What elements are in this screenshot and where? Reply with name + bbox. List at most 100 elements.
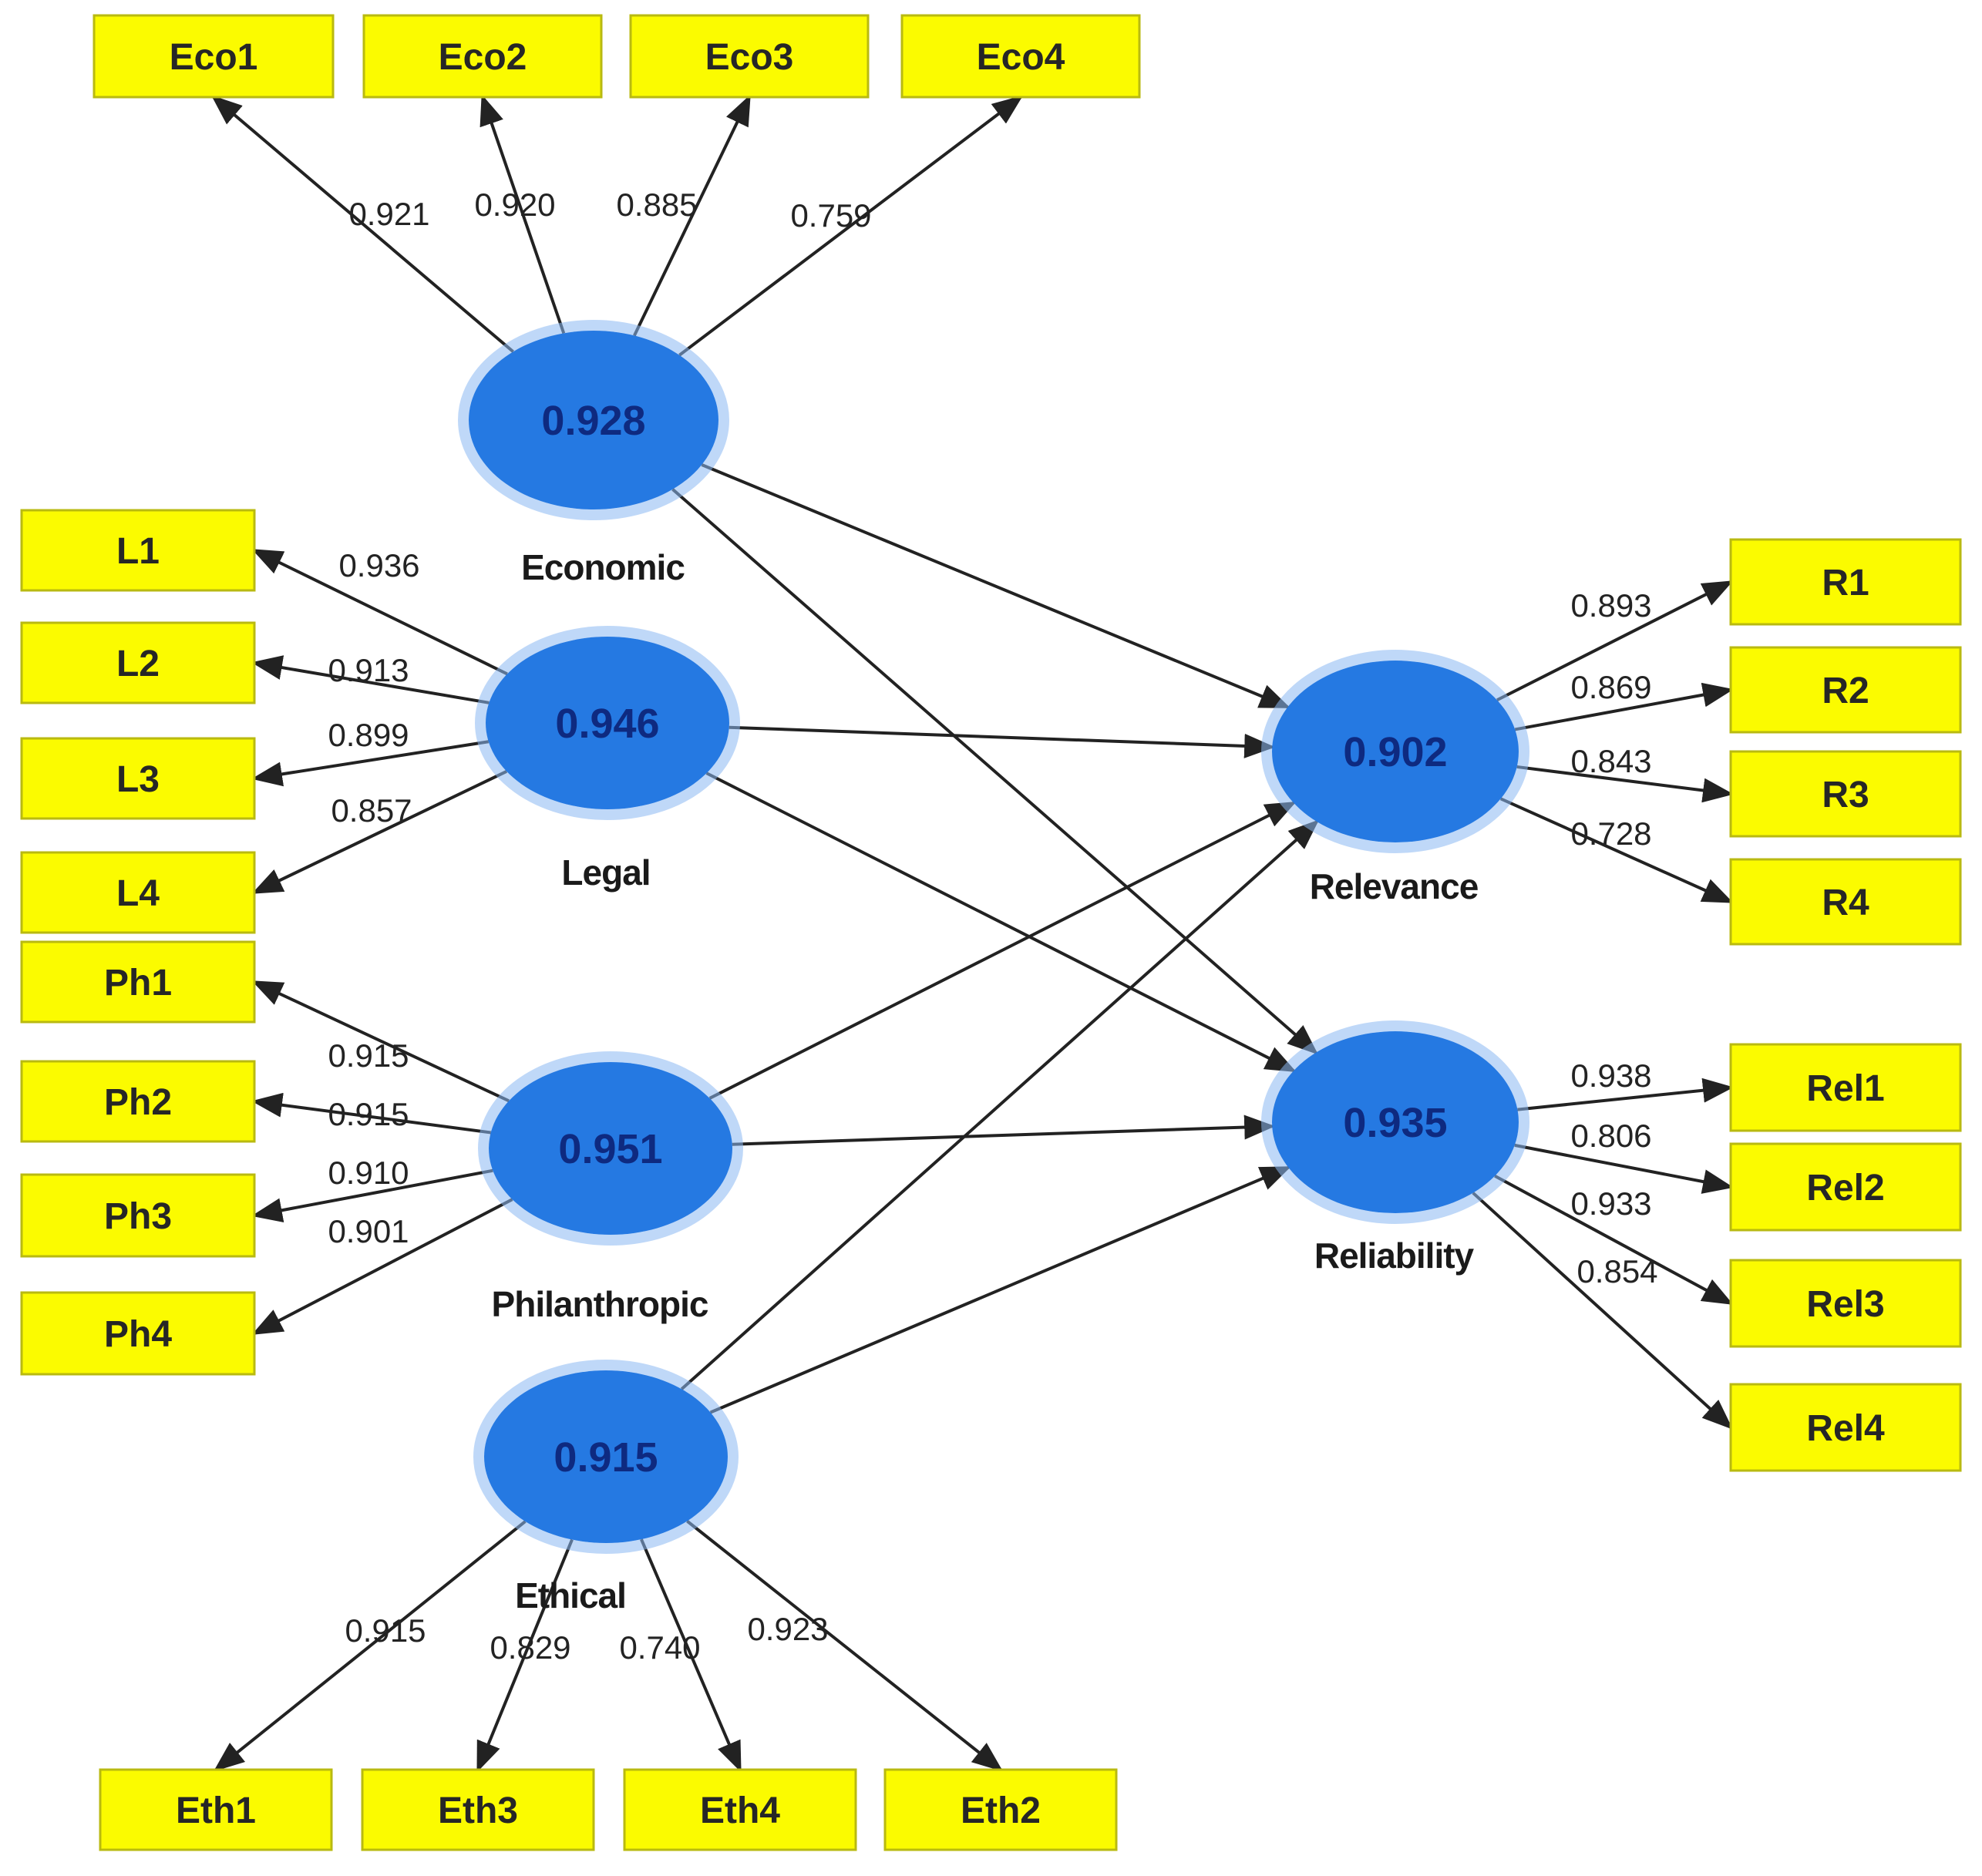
loading-arrow-R3: [1516, 765, 1734, 803]
construct-glow-relevance: [1261, 650, 1529, 853]
construct-label-philanthropic: Philanthropic: [492, 1284, 708, 1324]
indicator-label-L4: L4: [116, 873, 160, 914]
construct-glow-reliability: [1261, 1020, 1529, 1224]
loading-value-Eco4: 0.759: [790, 197, 871, 234]
indicator-box-L2[interactable]: [20, 621, 256, 704]
construct-value-relevance: 0.902: [1343, 729, 1447, 775]
loading-value-L1: 0.936: [338, 547, 419, 583]
edges-layer: [210, 94, 1734, 1773]
construct-label-ethical: Ethical: [515, 1575, 626, 1615]
loading-value-Rel1: 0.938: [1570, 1057, 1651, 1094]
indicator-label-Eco2: Eco2: [439, 37, 527, 78]
loading-value-Eth2: 0.923: [747, 1611, 828, 1647]
indicator-box-Ph4[interactable]: [20, 1291, 256, 1376]
indicator-box-Rel3[interactable]: [1729, 1259, 1962, 1348]
indicator-box-L4[interactable]: [20, 851, 256, 934]
indicator-box-R1[interactable]: [1729, 538, 1962, 626]
construct-value-legal: 0.946: [555, 701, 659, 747]
indicator-label-Ph2: Ph2: [104, 1082, 172, 1123]
indicator-box-R4[interactable]: [1729, 858, 1962, 946]
indicator-box-Eco4[interactable]: [900, 14, 1141, 99]
construct-ellipse-economic[interactable]: [469, 331, 718, 509]
loading-arrow-Rel3: [1494, 1174, 1734, 1305]
indicator-label-Eth3: Eth3: [438, 1790, 518, 1831]
loading-value-Ph4: 0.901: [328, 1213, 409, 1249]
construct-glow-legal: [475, 626, 740, 820]
loading-arrow-Ph2: [251, 1092, 491, 1135]
indicator-box-Rel1[interactable]: [1729, 1043, 1962, 1132]
indicator-box-Eth1[interactable]: [99, 1768, 333, 1851]
loading-arrow-L3: [251, 740, 490, 787]
construct-ellipse-legal[interactable]: [486, 637, 729, 809]
indicator-label-Eco3: Eco3: [705, 37, 794, 78]
construct-glow-philanthropic: [478, 1051, 743, 1246]
loading-arrow-L4: [251, 770, 508, 894]
construct-ellipse-ethical[interactable]: [484, 1370, 728, 1543]
indicator-box-L3[interactable]: [20, 737, 256, 820]
loading-arrow-R1: [1496, 580, 1734, 702]
path-arrow-ethical-reliability: [709, 1165, 1291, 1414]
loading-value-R2: 0.869: [1570, 669, 1651, 705]
loading-arrow-L1: [251, 549, 508, 676]
shapes-layer: [20, 14, 1962, 1851]
path-arrow-ethical-relevance: [680, 819, 1320, 1390]
construct-ellipse-reliability[interactable]: [1272, 1031, 1519, 1213]
construct-label-reliability: Reliability: [1314, 1236, 1475, 1276]
path-arrow-philanthropic-relevance: [708, 801, 1297, 1100]
indicator-box-Rel4[interactable]: [1729, 1383, 1962, 1472]
indicator-box-Eco1[interactable]: [93, 14, 335, 99]
loading-value-Eth1: 0.915: [345, 1612, 426, 1649]
indicator-box-Rel2[interactable]: [1729, 1142, 1962, 1232]
construct-label-legal: Legal: [561, 852, 650, 893]
loading-value-R4: 0.728: [1570, 815, 1651, 852]
construct-label-relevance: Relevance: [1310, 866, 1479, 906]
path-arrow-legal-relevance: [729, 725, 1276, 758]
loading-arrow-Eth4: [640, 1538, 742, 1773]
indicator-label-Eco1: Eco1: [170, 37, 258, 78]
loading-value-Rel2: 0.806: [1570, 1118, 1651, 1154]
construct-ellipse-relevance[interactable]: [1272, 661, 1519, 842]
loading-value-Ph2: 0.915: [328, 1096, 409, 1132]
indicator-box-L1[interactable]: [20, 509, 256, 592]
loading-value-Eco3: 0.885: [616, 187, 697, 223]
indicator-box-Ph2[interactable]: [20, 1060, 256, 1143]
loading-value-R1: 0.893: [1570, 587, 1651, 624]
indicator-label-R4: R4: [1822, 883, 1869, 923]
indicator-label-Rel2: Rel2: [1806, 1168, 1884, 1209]
loading-value-R3: 0.843: [1570, 743, 1651, 779]
indicator-box-Eth4[interactable]: [623, 1768, 857, 1851]
loading-arrow-Rel2: [1514, 1143, 1734, 1194]
indicator-box-R3[interactable]: [1729, 750, 1962, 838]
loading-value-Eco2: 0.920: [474, 187, 555, 223]
indicator-label-L3: L3: [116, 759, 160, 800]
loading-arrow-Ph3: [251, 1168, 493, 1223]
construct-ellipse-philanthropic[interactable]: [489, 1062, 732, 1235]
indicator-label-R1: R1: [1822, 563, 1869, 603]
indicator-label-Rel4: Rel4: [1806, 1408, 1885, 1449]
loading-value-Ph1: 0.915: [328, 1037, 409, 1074]
indicator-label-Eth4: Eth4: [700, 1790, 780, 1831]
indicator-box-Ph1[interactable]: [20, 940, 256, 1024]
construct-glow-economic: [458, 320, 729, 520]
indicator-label-Rel1: Rel1: [1806, 1068, 1884, 1109]
loading-arrow-Ph1: [251, 980, 510, 1103]
indicator-box-Ph3[interactable]: [20, 1173, 256, 1258]
indicator-label-Rel3: Rel3: [1806, 1284, 1884, 1325]
loading-value-L3: 0.899: [328, 717, 409, 753]
loading-value-Rel4: 0.854: [1577, 1253, 1657, 1289]
indicator-box-Eco2[interactable]: [362, 14, 603, 99]
indicator-label-Eth2: Eth2: [961, 1790, 1041, 1831]
indicator-box-Eth3[interactable]: [361, 1768, 595, 1851]
indicator-box-Eco3[interactable]: [629, 14, 870, 99]
construct-value-reliability: 0.935: [1343, 1100, 1447, 1146]
indicator-box-R2[interactable]: [1729, 646, 1962, 734]
construct-label-economic: Economic: [521, 547, 685, 587]
indicator-label-Eco4: Eco4: [977, 37, 1065, 78]
path-arrow-economic-reliability: [671, 488, 1318, 1055]
loading-arrow-R4: [1499, 797, 1734, 903]
indicator-box-Eth2[interactable]: [883, 1768, 1118, 1851]
loading-arrow-Eco1: [210, 95, 514, 353]
path-arrow-philanthropic-reliability: [732, 1115, 1276, 1146]
